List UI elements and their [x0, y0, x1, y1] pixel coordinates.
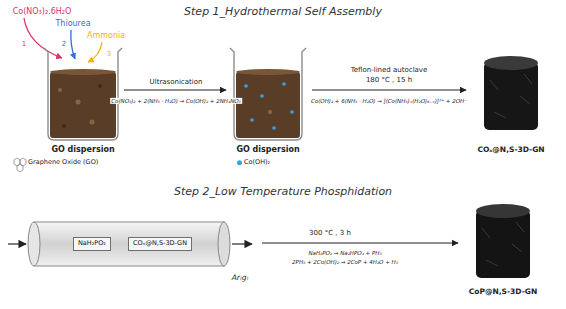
liquid-surface — [236, 69, 300, 75]
graphene-oxide-icon — [14, 158, 26, 172]
beaker — [230, 48, 306, 140]
co-oh2-particle — [282, 82, 286, 86]
aerogel-monolith — [484, 62, 538, 130]
product-label: COₓ@N,S-3D-GN — [477, 146, 544, 155]
co-oh2-particle — [244, 84, 248, 88]
speckle — [76, 100, 81, 105]
process-arrow — [262, 242, 458, 243]
texture — [482, 222, 524, 266]
co-oh2-particle — [290, 110, 294, 114]
aerogel-monolith — [476, 210, 530, 278]
reagent-label: Co(NO₃)₂.6H₂O — [13, 7, 72, 16]
go-dispersion — [236, 72, 300, 138]
step-title: Step 1_Hydrothermal Self Assembly — [184, 6, 382, 19]
reagent-label: Thiourea — [55, 19, 90, 28]
reagent-arrow — [88, 42, 102, 62]
reaction-equation: Co(OH)₂ + 6(NH₃ · H₂O) → [(Co(NH₃)ₓ(H₂O)… — [310, 98, 468, 104]
legend-text: Graphene Oxide (GO) — [28, 159, 98, 166]
legend-entry: Graphene Oxide (GO) — [28, 159, 98, 166]
liquid-surface — [50, 69, 116, 75]
co-oh2-particle — [272, 126, 276, 130]
legend-entry: Co(OH)₂ — [237, 159, 270, 166]
step-title: Step 2_Low Temperature Phosphidation — [174, 186, 392, 199]
reagent-arrow — [71, 30, 75, 59]
co-oh2-particle — [250, 118, 254, 122]
monolith-top — [484, 56, 538, 70]
monolith-top — [476, 204, 530, 218]
order-number: 1 — [22, 40, 26, 48]
order-number: 2 — [62, 40, 66, 48]
legend-swatch — [237, 161, 242, 166]
process-condition: 300 °C , 3 h — [309, 229, 351, 237]
reagent-box: NaH₂PO₂ — [73, 237, 111, 250]
product-label: CoP@N,S-3D-GN — [469, 288, 537, 297]
reagent-box: COₓ@N,S-3D-GN — [128, 237, 192, 250]
beaker — [44, 48, 122, 140]
box-text: NaH₂PO₂ — [78, 240, 106, 247]
process-condition: 180 °C , 15 h — [366, 76, 412, 84]
process-arrow — [312, 89, 466, 90]
speckle — [98, 84, 102, 88]
gas-label: Ar₍g₎ — [232, 274, 249, 283]
reaction-equation: NaH₂PO₂ → Na₂HPO₄ + PH₃ — [308, 250, 381, 256]
speckle — [90, 120, 95, 125]
order-number: 3 — [107, 50, 111, 58]
reaction-equation: 2PH₃ + 2Co(OH)₂ → 2CoP + 4H₂O + H₃ — [292, 259, 398, 265]
sample-label: GO dispersion — [51, 145, 114, 154]
process-condition: Teflon-lined autoclave — [351, 66, 428, 74]
sample-label: GO dispersion — [236, 145, 299, 154]
quartz-tube — [34, 222, 224, 266]
box-text: COₓ@N,S-3D-GN — [133, 240, 187, 247]
process-condition: Ultrasonication — [150, 78, 203, 86]
gas-flow-arrow — [8, 243, 26, 244]
legend-text: Co(OH)₂ — [244, 159, 270, 166]
reagent-label: Ammonia — [87, 31, 125, 40]
gas-flow-arrow — [232, 243, 252, 244]
texture — [490, 74, 532, 118]
co-oh2-particle — [260, 94, 264, 98]
tube-end — [28, 222, 40, 266]
go-dispersion — [50, 72, 116, 138]
process-arrow — [124, 89, 226, 90]
tube-end — [218, 222, 230, 266]
speckle — [62, 124, 66, 128]
reaction-equation: Co(NO₃)₂ + 2(NH₃ · H₂O) → Co(OH)₂ + 2NH₄… — [110, 98, 242, 104]
speckle — [58, 88, 62, 92]
speckle — [268, 110, 272, 114]
